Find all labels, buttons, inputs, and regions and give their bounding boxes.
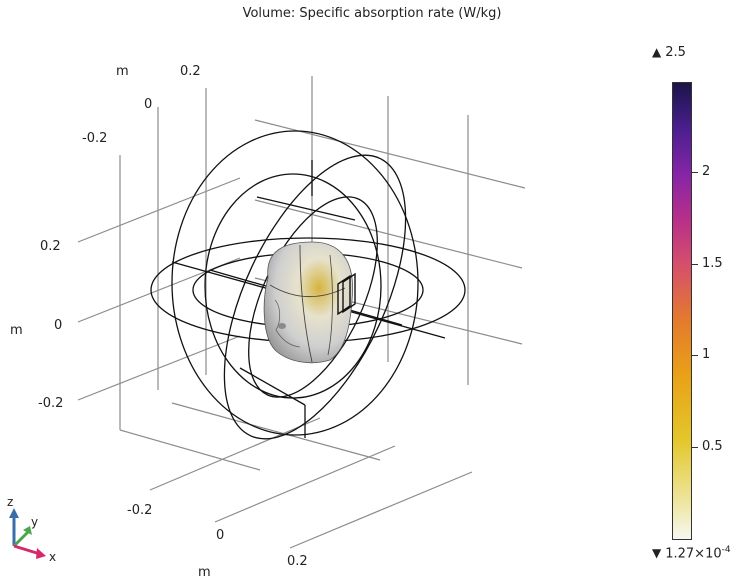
- head-phantom: [263, 241, 354, 364]
- y-tick-label: 0.2: [180, 64, 201, 79]
- triad-z-label: z: [7, 495, 14, 509]
- colorbar-tick-label: 1: [702, 347, 711, 362]
- x-tick-label: -0.2: [127, 503, 153, 518]
- colorbar-tick: [692, 264, 698, 265]
- z-axis-unit: m: [10, 323, 23, 338]
- y-tick-label: 0: [144, 97, 153, 112]
- colorbar: [672, 82, 692, 540]
- view-triad: [9, 508, 46, 559]
- x-axis-unit: m: [198, 565, 211, 580]
- colorbar-tick-label: 2: [702, 164, 711, 179]
- up-triangle-icon: ▲: [652, 45, 662, 59]
- graphics-viewport[interactable]: [0, 0, 660, 580]
- x-tick-label: 0.2: [287, 554, 308, 569]
- y-tick-label: -0.2: [82, 131, 108, 146]
- colorbar-tick-label: 1.5: [702, 256, 723, 271]
- antenna-device: [337, 272, 356, 316]
- z-tick-label: -0.2: [38, 396, 64, 411]
- z-axis-unit: m: [116, 64, 129, 79]
- plot-title: Volume: Specific absorption rate (W/kg): [242, 6, 502, 21]
- domain-geometry: [150, 130, 466, 440]
- z-tick-label: 0.2: [40, 239, 61, 254]
- z-tick-label: 0: [54, 318, 63, 333]
- x-tick-label: 0: [216, 528, 225, 543]
- down-triangle-icon: ▼: [652, 546, 662, 561]
- colorbar-max-label: ▲2.5: [652, 45, 686, 60]
- colorbar-min-label: ▼1.27×10-4: [652, 545, 731, 562]
- colorbar-tick: [692, 447, 698, 448]
- triad-x-label: x: [49, 550, 57, 564]
- triad-y-label: y: [31, 515, 39, 529]
- colorbar-tick: [692, 355, 698, 356]
- colorbar-tick-label: 0.5: [702, 439, 723, 454]
- colorbar-tick: [692, 172, 698, 173]
